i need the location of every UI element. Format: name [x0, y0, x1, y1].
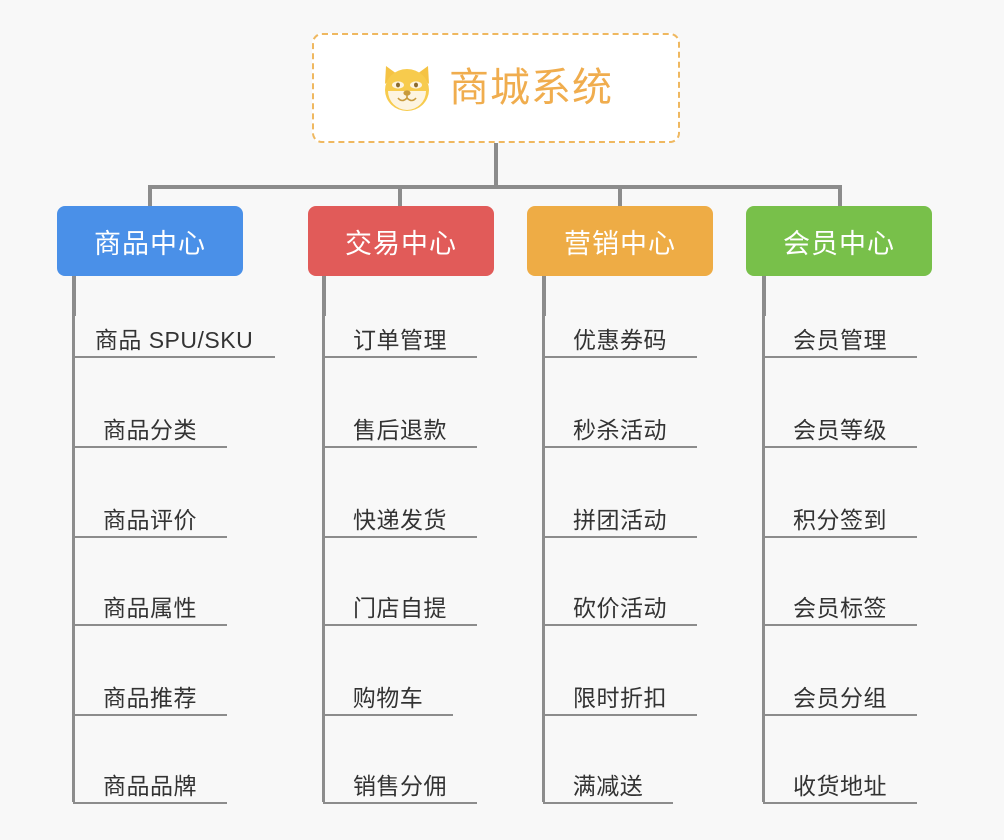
connector-drop-2 [398, 185, 402, 207]
leaf-label: 会员管理 [793, 327, 887, 353]
leaf-label: 商品品牌 [103, 773, 197, 799]
connector-drop-4 [838, 185, 842, 207]
leaf-item[interactable]: 商品推荐 [73, 670, 227, 716]
leaf-item[interactable]: 商品属性 [73, 580, 227, 626]
leaf-label: 拼团活动 [573, 507, 667, 533]
leaf-item[interactable]: 商品评价 [73, 492, 227, 538]
leaf-item[interactable]: 秒杀活动 [543, 402, 697, 448]
connector-stem-category-3 [542, 276, 546, 316]
category-label: 营销中心 [564, 228, 676, 259]
category-header-交易中心[interactable]: 交易中心 [308, 206, 494, 276]
leaf-item[interactable]: 售后退款 [323, 402, 477, 448]
leaf-item[interactable]: 门店自提 [323, 580, 477, 626]
connector-stem-category-4 [762, 276, 766, 316]
leaf-item[interactable]: 商品分类 [73, 402, 227, 448]
root-title: 商城系统 [449, 66, 613, 110]
category-header-商品中心[interactable]: 商品中心 [57, 206, 243, 276]
leaf-label: 砍价活动 [573, 595, 667, 621]
leaf-item[interactable]: 收货地址 [763, 758, 917, 804]
leaf-item[interactable]: 会员等级 [763, 402, 917, 448]
leaf-label: 会员分组 [793, 685, 887, 711]
leaf-label: 销售分佣 [353, 773, 447, 799]
connector-stem-category-2 [322, 276, 326, 316]
connector-drop-3 [618, 185, 622, 207]
leaf-label: 会员标签 [793, 595, 887, 621]
category-label: 会员中心 [783, 228, 895, 259]
leaf-label: 售后退款 [353, 417, 447, 443]
leaf-label: 订单管理 [353, 327, 447, 353]
connector-bus [150, 185, 840, 189]
rail-category-2 [322, 312, 325, 802]
leaf-label: 快递发货 [353, 507, 447, 533]
connector-drop-1 [148, 185, 152, 207]
leaf-item[interactable]: 商品 SPU/SKU [73, 312, 275, 358]
rail-category-3 [542, 312, 545, 802]
category-header-营销中心[interactable]: 营销中心 [527, 206, 713, 276]
leaf-item[interactable]: 会员管理 [763, 312, 917, 358]
leaf-label: 收货地址 [793, 773, 887, 799]
leaf-item[interactable]: 限时折扣 [543, 670, 697, 716]
root-node[interactable]: 商城系统 [312, 33, 680, 143]
connector-root-stem [494, 143, 498, 187]
leaf-item[interactable]: 会员分组 [763, 670, 917, 716]
leaf-label: 限时折扣 [573, 685, 667, 711]
leaf-item[interactable]: 优惠券码 [543, 312, 697, 358]
leaf-label: 商品分类 [103, 417, 197, 443]
leaf-label: 购物车 [352, 685, 424, 711]
leaf-label: 门店自提 [353, 595, 447, 621]
leaf-label: 商品属性 [103, 595, 197, 621]
category-header-会员中心[interactable]: 会员中心 [746, 206, 932, 276]
leaf-item[interactable]: 快递发货 [323, 492, 477, 538]
connector-stem-category-1 [72, 276, 76, 316]
leaf-item[interactable]: 订单管理 [323, 312, 477, 358]
leaf-label: 商品 SPU/SKU [94, 327, 254, 353]
rail-category-1 [72, 312, 75, 802]
leaf-item[interactable]: 砍价活动 [543, 580, 697, 626]
rail-category-4 [762, 312, 765, 802]
leaf-label: 商品评价 [103, 507, 197, 533]
leaf-label: 优惠券码 [573, 327, 667, 353]
leaf-item[interactable]: 会员标签 [763, 580, 917, 626]
leaf-label: 积分签到 [793, 507, 887, 533]
leaf-label: 商品推荐 [103, 685, 197, 711]
category-label: 交易中心 [345, 228, 457, 259]
leaf-label: 满减送 [572, 773, 644, 799]
leaf-item[interactable]: 商品品牌 [73, 758, 227, 804]
leaf-item[interactable]: 积分签到 [763, 492, 917, 538]
leaf-item[interactable]: 拼团活动 [543, 492, 697, 538]
leaf-item[interactable]: 满减送 [543, 758, 673, 804]
category-label: 商品中心 [94, 228, 206, 259]
leaf-item[interactable]: 购物车 [323, 670, 453, 716]
leaf-label: 秒杀活动 [573, 417, 667, 443]
leaf-item[interactable]: 销售分佣 [323, 758, 477, 804]
shiba-dog-emoji [379, 62, 435, 114]
leaf-label: 会员等级 [793, 417, 887, 443]
